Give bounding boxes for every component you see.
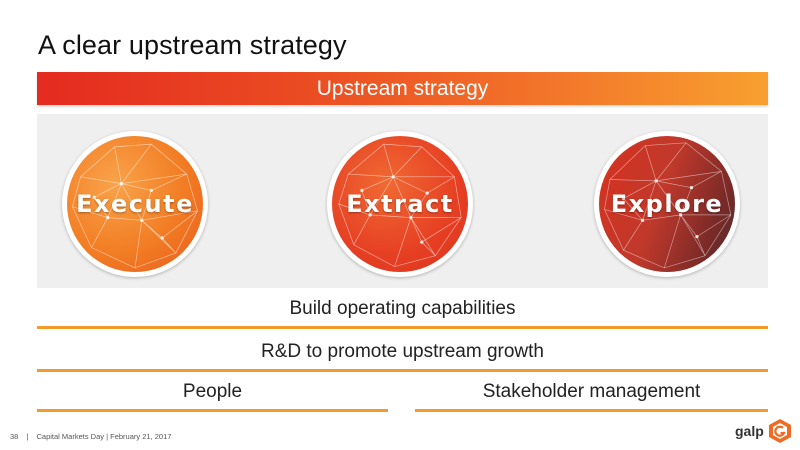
explore-circle-fill: Explore: [599, 136, 735, 272]
build-capabilities-row: Build operating capabilities: [37, 296, 768, 322]
galp-logo-icon: [768, 419, 791, 443]
extract-circle: Extract: [327, 131, 473, 277]
extract-circle-fill: Extract: [332, 136, 468, 272]
execute-label: Execute: [76, 190, 194, 218]
network-mesh-icon: [604, 142, 732, 269]
footer-separator: |: [26, 432, 29, 441]
banner-label: Upstream strategy: [316, 76, 489, 100]
slide-title: A clear upstream strategy: [38, 30, 347, 60]
galp-logo: galp: [735, 418, 793, 444]
build-capabilities-label: Build operating capabilities: [289, 298, 516, 319]
rnd-row: R&D to promote upstream growth: [37, 339, 768, 365]
execute-circle-fill: Execute: [67, 136, 203, 272]
build-capabilities-underline: [37, 326, 768, 329]
stakeholder-label: Stakeholder management: [482, 381, 701, 402]
rnd-underline: [37, 369, 768, 372]
network-mesh-icon: [338, 143, 462, 267]
page-number: 38: [10, 432, 19, 441]
people-underline: [37, 409, 388, 412]
people-label: People: [182, 381, 243, 402]
rnd-label: R&D to promote upstream growth: [260, 341, 544, 362]
network-mesh-icon: [72, 143, 198, 269]
stakeholder-underline: [415, 409, 768, 412]
logo-text: galp: [735, 423, 764, 439]
footer: 38 | Capital Markets Day | February 21, …: [10, 432, 177, 441]
explore-circle: Explore: [594, 131, 740, 277]
footer-event: Capital Markets Day | February 21, 2017: [36, 432, 172, 441]
explore-label: Explore: [610, 190, 724, 218]
upstream-strategy-banner: Upstream strategy: [37, 72, 768, 105]
stakeholder-row: Stakeholder management: [415, 379, 768, 405]
execute-circle: Execute: [62, 131, 208, 277]
extract-label: Extract: [346, 190, 454, 218]
people-row: People: [37, 379, 388, 405]
